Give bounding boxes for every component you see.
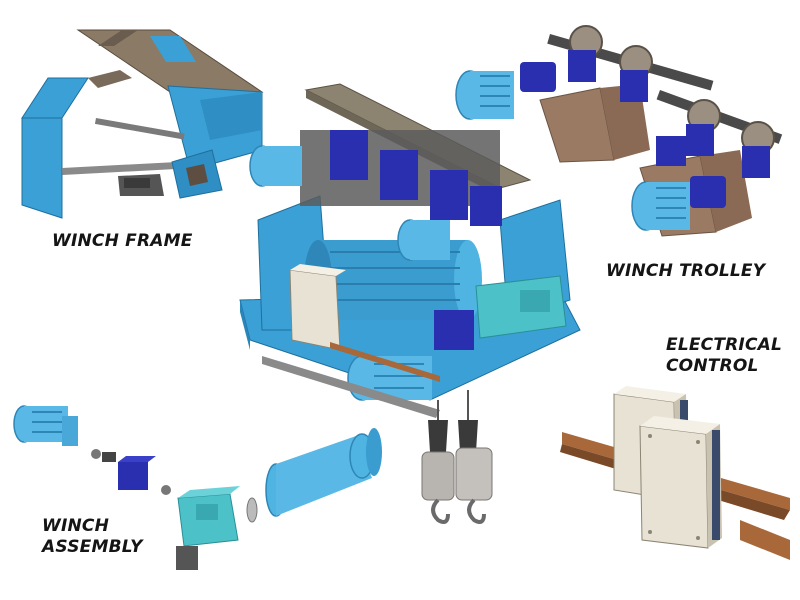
winch-frame-label: WINCH FRAME — [52, 231, 193, 252]
electrical-control-label-line2: CONTROL — [666, 356, 759, 376]
winch-trolley-illustration — [455, 25, 783, 237]
winch-frame-illustration — [21, 29, 264, 219]
winch-trolley-label: WINCH TROLLEY — [606, 261, 765, 282]
winch-trolley-label-text: WINCH TROLLEY — [606, 261, 766, 281]
winch-frame-label-text: WINCH FRAME — [52, 231, 193, 251]
winch-assembly-label-line1: WINCH — [42, 516, 110, 536]
winch-assembly-illustration — [13, 405, 382, 570]
winch-assembly-label-line2: ASSEMBLY — [42, 537, 143, 557]
assembled-hoist-illustration — [239, 83, 581, 524]
electrical-control-illustration — [560, 386, 790, 560]
winch-assembly-label: WINCH ASSEMBLY — [42, 516, 143, 558]
electrical-control-label: ELECTRICAL CONTROL — [666, 335, 782, 377]
electrical-control-label-line1: ELECTRICAL — [666, 335, 783, 355]
